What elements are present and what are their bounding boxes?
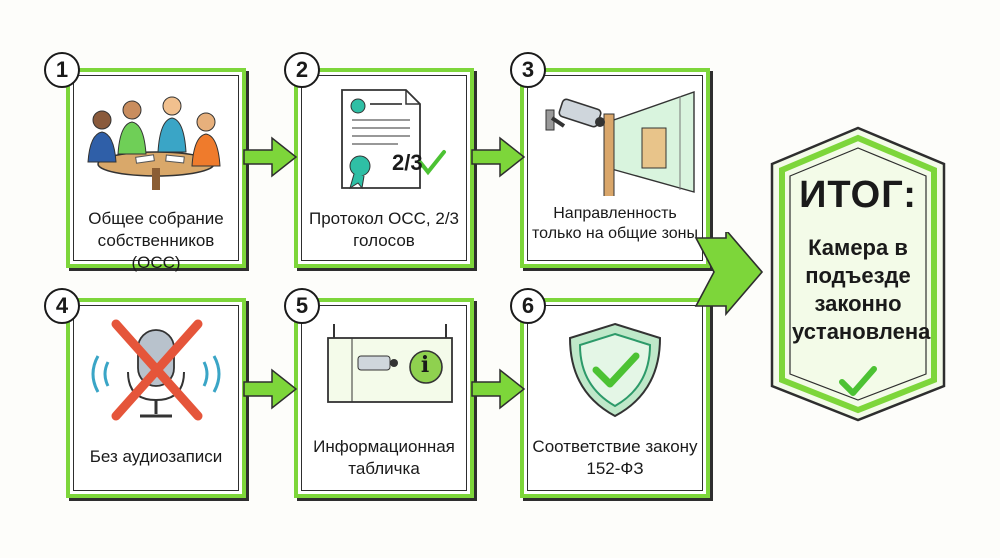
flow-arrow-4-5 bbox=[243, 368, 298, 410]
result-badge: ИТОГ: Камера в подъезде законно установл… bbox=[752, 124, 964, 424]
card-inner-border bbox=[527, 75, 703, 261]
result-text: Камера в подъезде законно установлена bbox=[792, 235, 931, 344]
step-label: Общее собрание собственников (ОСС) bbox=[88, 209, 224, 272]
flow-arrow-to-result bbox=[694, 232, 764, 317]
card-inner-border bbox=[527, 305, 703, 491]
checkmark-icon bbox=[839, 366, 877, 396]
card-inner-border bbox=[73, 305, 239, 491]
flow-arrow-2-3 bbox=[471, 136, 526, 178]
step-label: Информационная табличка bbox=[313, 437, 455, 478]
card-inner-border bbox=[301, 75, 467, 261]
step-label: Направленность только на общие зоны bbox=[532, 205, 698, 242]
info-sign-icon bbox=[298, 322, 470, 422]
step-number-badge: 2 bbox=[284, 52, 320, 88]
step-number-badge: 3 bbox=[510, 52, 546, 88]
info-symbol: i bbox=[420, 352, 430, 378]
step-number-badge: 5 bbox=[284, 288, 320, 324]
step-card-2: 2/3 Протокол ОСС, 2/3 голосов bbox=[294, 68, 474, 268]
step-card-1: Общее собрание собственников (ОСС) bbox=[66, 68, 246, 272]
no-microphone-icon bbox=[70, 316, 242, 426]
step-card-6: Соответствие закону 152-ФЗ bbox=[520, 298, 710, 498]
card-inner-border bbox=[73, 75, 239, 261]
step-card-5: i Информационная табличка bbox=[294, 298, 474, 498]
flow-arrow-1-2 bbox=[243, 136, 298, 178]
step-number-badge: 4 bbox=[44, 288, 80, 324]
flow-arrow-5-6 bbox=[471, 368, 526, 410]
fraction-text: 2/3 bbox=[392, 150, 423, 175]
result-title: ИТОГ: bbox=[799, 174, 917, 216]
step-card-4: Без аудиозаписи bbox=[66, 298, 246, 498]
meeting-icon bbox=[70, 92, 242, 192]
step-number-badge: 1 bbox=[44, 52, 80, 88]
step-label: Протокол ОСС, 2/3 голосов bbox=[308, 209, 459, 250]
shield-check-icon bbox=[524, 320, 706, 420]
camera-view-icon bbox=[524, 86, 706, 196]
card-inner-border bbox=[301, 305, 467, 491]
step-number-badge: 6 bbox=[510, 288, 546, 324]
step-card-3: Направленность только на общие зоны bbox=[520, 68, 710, 268]
protocol-document-icon bbox=[298, 84, 470, 194]
step-label: Без аудиозаписи bbox=[89, 447, 223, 466]
step-label: Соответствие закону 152-ФЗ bbox=[532, 437, 698, 478]
